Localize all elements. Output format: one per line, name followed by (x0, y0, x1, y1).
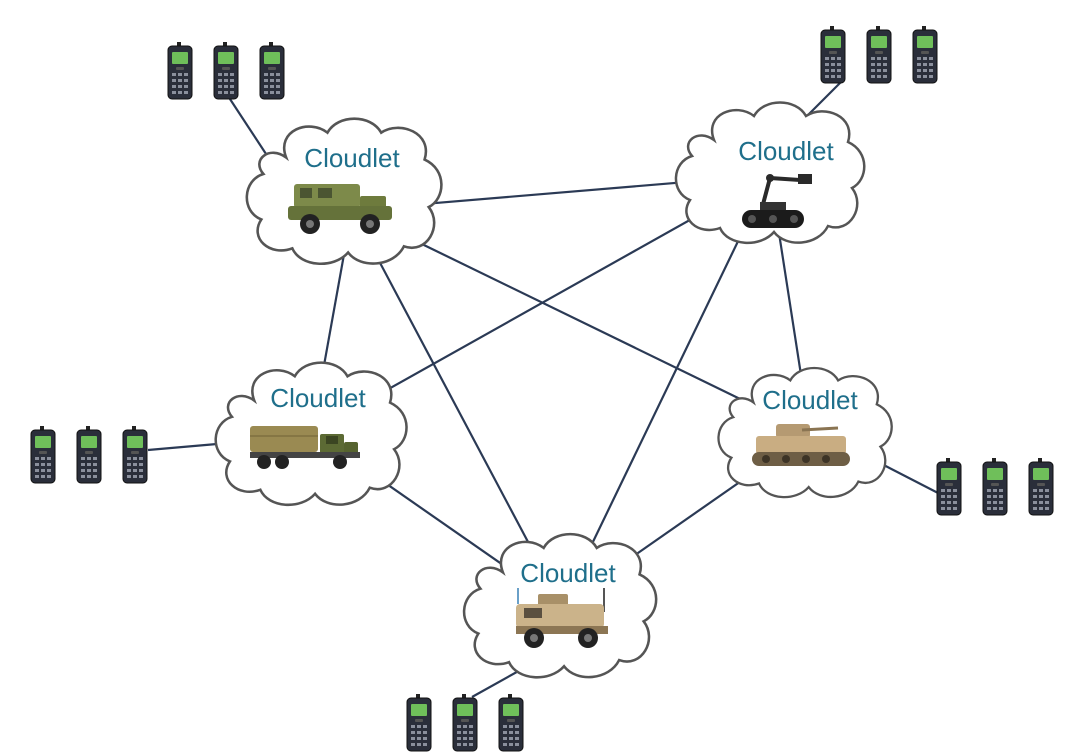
cloudlet-bottom: Cloudlet (462, 532, 658, 679)
mobile-phone-icon (122, 426, 148, 484)
mobile-phone-icon (30, 426, 56, 484)
mobile-phone-icon (982, 458, 1008, 516)
mobile-phone-icon (936, 458, 962, 516)
robot-icon (742, 174, 812, 228)
mobile-phone-icon (259, 42, 285, 100)
mobile-phone-icon (167, 42, 193, 100)
cargo-truck-icon (250, 426, 360, 469)
humvee-icon (288, 184, 392, 234)
phone-link-bottom (471, 667, 525, 698)
cloudlet-label: Cloudlet (738, 136, 834, 166)
phone-link-middle-right (875, 460, 941, 495)
phone-group-middle-left (30, 426, 148, 484)
phone-group-middle-right (936, 458, 1054, 516)
mobile-phone-icon (76, 426, 102, 484)
mobile-phone-icon (820, 26, 846, 84)
link-top-left-to-middle-right (351, 209, 811, 434)
phone-group-bottom (406, 694, 524, 752)
mobile-phone-icon (452, 694, 478, 752)
link-top-left-to-bottom (351, 209, 563, 607)
phone-link-top-left (227, 95, 269, 158)
cloudlet-middle-left: Cloudlet (214, 361, 408, 507)
mobile-phone-icon (1028, 458, 1054, 516)
tank-icon (752, 424, 850, 466)
mobile-phone-icon (866, 26, 892, 84)
cloudlet-middle-right: Cloudlet (717, 366, 894, 499)
cloudlet-top-right: Cloudlet (674, 101, 866, 245)
phone-link-middle-left (147, 442, 218, 452)
cloudlet-label: Cloudlet (520, 558, 616, 588)
mobile-phone-icon (213, 42, 239, 100)
mobile-phone-icon (912, 26, 938, 84)
phone-group-top-left (167, 42, 285, 100)
cloudlet-label: Cloudlet (762, 385, 858, 415)
cloudlet-label: Cloudlet (304, 143, 400, 173)
phone-group-top-right (820, 26, 938, 84)
cloudlet-label: Cloudlet (270, 383, 366, 413)
cloudlet-top-left: Cloudlet (245, 117, 443, 266)
mobile-phone-icon (498, 694, 524, 752)
armored-jeep-icon (516, 588, 608, 648)
phone-link-top-right (804, 79, 844, 119)
phone-links (147, 79, 941, 698)
mobile-phone-icon (406, 694, 432, 752)
link-top-right-to-bottom (561, 174, 771, 607)
